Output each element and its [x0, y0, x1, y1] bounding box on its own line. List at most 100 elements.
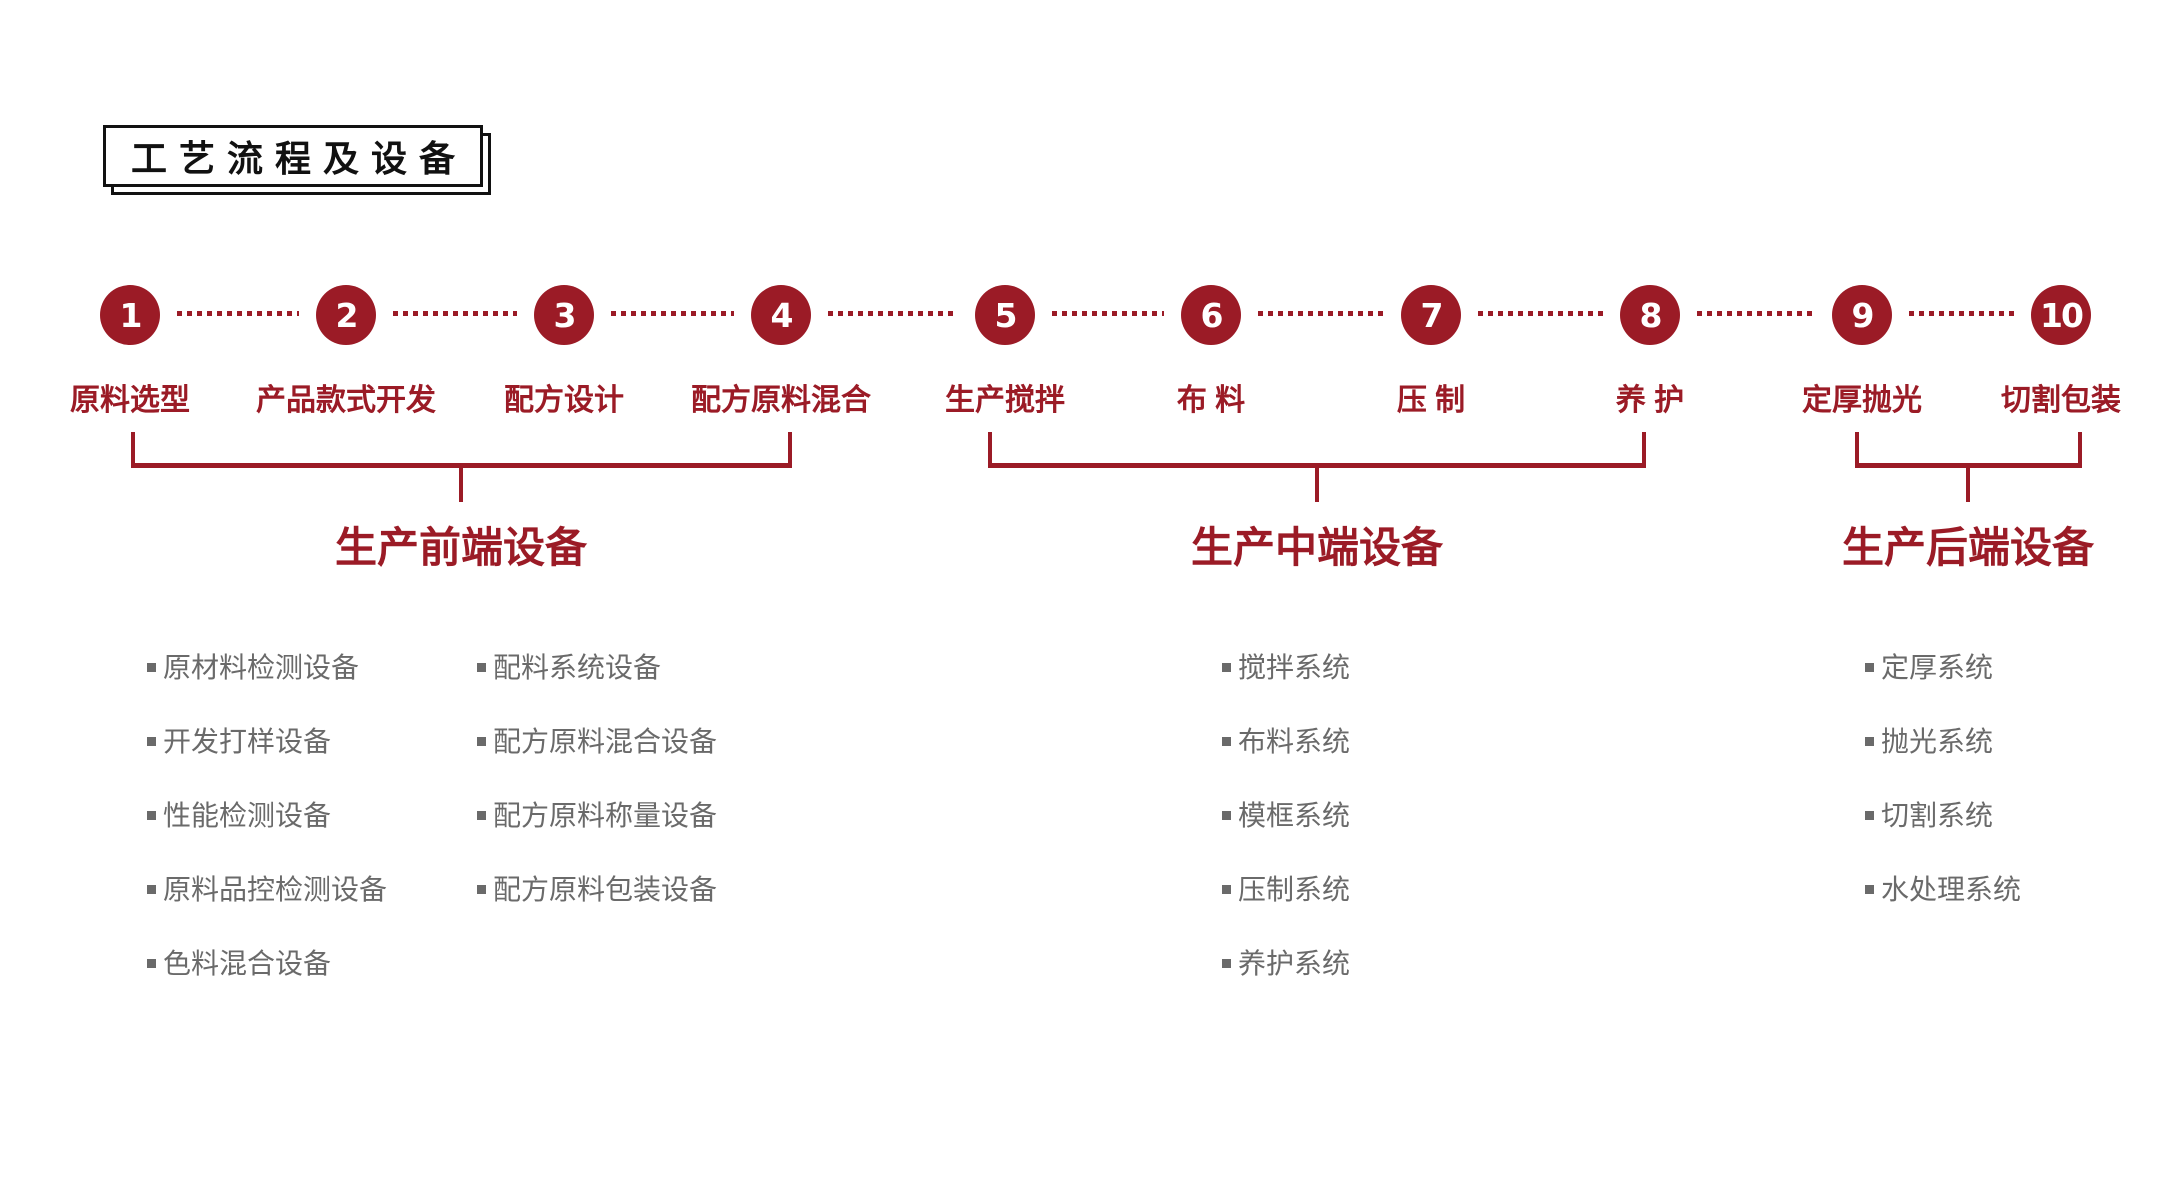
- equipment-item-label: 配方原料称量设备: [493, 800, 718, 831]
- step-circle: 8: [1620, 285, 1680, 345]
- equipment-item: 切割系统: [1865, 777, 2021, 851]
- step-label: 配方设计: [504, 384, 624, 417]
- step-number: 1: [119, 295, 143, 335]
- step-label: 原料选型: [70, 384, 190, 417]
- equipment-item: 性能检测设备: [147, 777, 387, 851]
- page-title-box: 工艺流程及设备: [103, 125, 483, 187]
- equipment-item: 抛光系统: [1865, 703, 2021, 777]
- equipment-item: 配料系统设备: [477, 629, 717, 703]
- step-number: 2: [335, 295, 359, 335]
- bracket-front-line: [131, 463, 792, 468]
- equipment-item-label: 色料混合设备: [163, 948, 332, 979]
- step-number: 9: [1851, 295, 1875, 335]
- equipment-item-label: 压制系统: [1238, 874, 1351, 905]
- equipment-item: 配方原料包装设备: [477, 851, 717, 925]
- bracket-mid-left-tick: [988, 432, 992, 468]
- bullet-icon: [1865, 810, 1874, 820]
- equipment-item-label: 模框系统: [1238, 800, 1351, 831]
- flow-step-2: 2 产品款式开发: [236, 285, 456, 419]
- bullet-icon: [477, 810, 486, 820]
- equipment-item-label: 性能检测设备: [163, 800, 332, 831]
- flow-step-7: 7 压 制: [1321, 285, 1541, 419]
- equipment-item-label: 原料品控检测设备: [163, 874, 388, 905]
- step-circle: 7: [1401, 285, 1461, 345]
- flow-connector-4-5: [828, 311, 958, 316]
- equipment-item-label: 养护系统: [1238, 948, 1351, 979]
- step-number: 6: [1200, 295, 1224, 335]
- step-number: 3: [553, 295, 577, 335]
- bullet-icon: [1222, 662, 1231, 672]
- equipment-item: 配方原料混合设备: [477, 703, 717, 777]
- equipment-item: 色料混合设备: [147, 925, 387, 999]
- flow-step-8: 8 养 护: [1540, 285, 1760, 419]
- bullet-icon: [1222, 958, 1231, 968]
- equipment-item-label: 水处理系统: [1881, 874, 2022, 905]
- equipment-item: 配方原料称量设备: [477, 777, 717, 851]
- flow-step-3: 3 配方设计: [454, 285, 674, 419]
- bracket-back-left-tick: [1855, 432, 1859, 468]
- equipment-item: 原材料检测设备: [147, 629, 387, 703]
- flow-connector-1-2: [177, 311, 299, 316]
- flow-connector-5-6: [1052, 311, 1164, 316]
- bracket-back-line: [1855, 463, 2082, 468]
- step-circle: 9: [1832, 285, 1892, 345]
- equipment-item: 定厚系统: [1865, 629, 2021, 703]
- equipment-item-label: 配方原料混合设备: [493, 726, 718, 757]
- bullet-icon: [147, 662, 156, 672]
- group-title-front: 生产前端设备: [334, 524, 587, 571]
- group-title-back: 生产后端设备: [1841, 524, 2094, 571]
- step-number: 8: [1639, 295, 1663, 335]
- flow-step-4: 4 配方原料混合: [671, 285, 891, 419]
- step-label: 养 护: [1615, 384, 1685, 417]
- bracket-mid-right-tick: [1642, 432, 1646, 468]
- page-title: 工艺流程及设备: [130, 138, 467, 179]
- step-number: 7: [1420, 295, 1444, 335]
- bullet-icon: [1865, 884, 1874, 894]
- bracket-front-stem: [459, 468, 463, 502]
- flow-connector-6-7: [1258, 311, 1384, 316]
- step-label: 布 料: [1176, 384, 1246, 417]
- step-number: 5: [994, 295, 1018, 335]
- equipment-item-label: 开发打样设备: [163, 726, 332, 757]
- flow-connector-3-4: [611, 311, 734, 316]
- step-number: 4: [770, 295, 794, 335]
- equipment-item-label: 原材料检测设备: [163, 652, 360, 683]
- bracket-back-stem: [1966, 468, 1970, 502]
- step-circle: 4: [751, 285, 811, 345]
- flow-connector-8-9: [1697, 311, 1815, 316]
- bracket-mid-stem: [1315, 468, 1319, 502]
- bullet-icon: [477, 662, 486, 672]
- equipment-item: 布料系统: [1222, 703, 1350, 777]
- flow-step-5: 5 生产搅拌: [895, 285, 1115, 419]
- equipment-item-label: 切割系统: [1881, 800, 1994, 831]
- bracket-mid-line: [988, 463, 1646, 468]
- step-circle: 5: [975, 285, 1035, 345]
- step-circle: 2: [316, 285, 376, 345]
- bullet-icon: [147, 884, 156, 894]
- equipment-item: 模框系统: [1222, 777, 1350, 851]
- bullet-icon: [147, 736, 156, 746]
- flow-step-6: 6 布 料: [1101, 285, 1321, 419]
- step-label: 配方原料混合: [691, 384, 871, 417]
- equipment-item: 水处理系统: [1865, 851, 2021, 925]
- step-circle: 3: [534, 285, 594, 345]
- flow-step-10: 10 切割包装: [1951, 285, 2171, 419]
- bracket-front-left-tick: [131, 432, 135, 468]
- equipment-item-label: 布料系统: [1238, 726, 1351, 757]
- equipment-list-mid: 搅拌系统 布料系统 模框系统 压制系统 养护系统: [1222, 629, 1350, 999]
- equipment-item-label: 配料系统设备: [493, 652, 662, 683]
- bracket-front-right-tick: [788, 432, 792, 468]
- step-label: 生产搅拌: [945, 384, 1065, 417]
- equipment-item: 养护系统: [1222, 925, 1350, 999]
- step-label: 切割包装: [2001, 384, 2121, 417]
- step-label: 产品款式开发: [256, 384, 436, 417]
- flow-connector-9-10: [1909, 311, 2014, 316]
- group-title-mid: 生产中端设备: [1190, 524, 1443, 571]
- bullet-icon: [477, 736, 486, 746]
- flow-step-9: 9 定厚抛光: [1752, 285, 1972, 419]
- bullet-icon: [147, 958, 156, 968]
- equipment-item: 压制系统: [1222, 851, 1350, 925]
- bracket-back-right-tick: [2078, 432, 2082, 468]
- equipment-list-front-col2: 配料系统设备 配方原料混合设备 配方原料称量设备 配方原料包装设备: [477, 629, 717, 925]
